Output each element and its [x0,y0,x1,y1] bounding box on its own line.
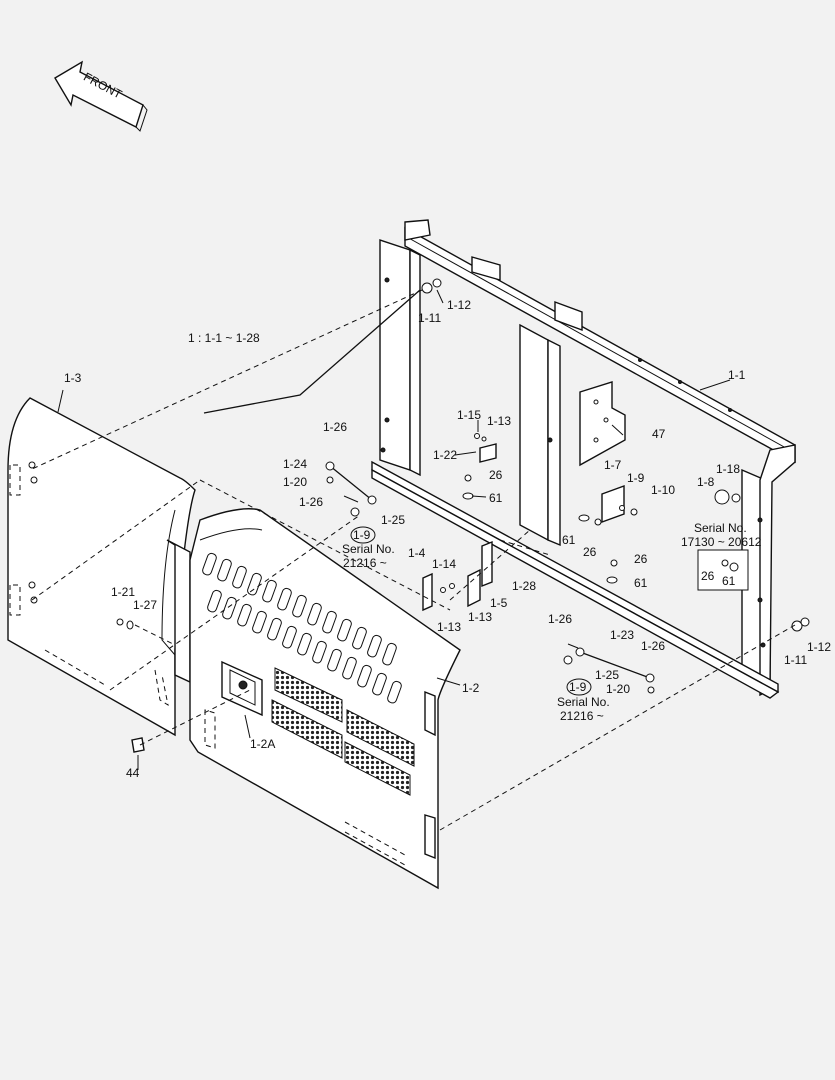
assembly-lines [29,289,796,831]
serial-note-right: 1-9 Serial No. 21216 ~ [557,678,610,723]
part-label: 1-26 [323,420,347,434]
part-label: 26 [489,468,503,482]
part-label: 1-2A [250,737,275,751]
part-callouts: 1-1 1-2 1-2A 1-3 1-4 1-5 1-7 1-8 1-9 1-1… [64,298,831,780]
part-label: 44 [126,766,140,780]
part-label: 1-3 [64,371,82,385]
part-label: 1-25 [381,513,405,527]
part-label: 1-13 [487,414,511,428]
vent-slots [202,552,402,704]
part-label: 61 [562,533,576,547]
part-label: 1-18 [716,462,740,476]
part-label: 1-10 [651,483,675,497]
part-label: 61 [489,491,503,505]
part-label: 1-22 [433,448,457,462]
part-label: 26 [701,569,715,583]
part-label: 1-11 [784,653,807,667]
part-label: 1-26 [641,639,665,653]
serial-note-left-line1: Serial No. [342,542,395,556]
range-note: 1 : 1-1 ~ 1-28 [188,331,260,345]
part-label: 61 [722,574,736,588]
serial-note-left: 1-9 Serial No. 21216 ~ [342,526,395,570]
left-side-panel [7,397,196,737]
mesh-grill-upper-left [274,667,343,723]
part-label: 1-20 [283,475,307,489]
part-label: 1-28 [512,579,536,593]
front-arrow-icon: FRONT [54,60,148,132]
frame-assembly [371,219,796,699]
part-label: 1-15 [457,408,481,422]
part-label: 1-7 [604,458,622,472]
part-label: 1-12 [807,640,831,654]
serial-note-right-line2: 21216 ~ [560,709,604,723]
serial-note-box-line1: Serial No. [694,521,747,535]
serial-note-right-ref: 1-9 [569,680,587,694]
part-label: 1-13 [468,610,492,624]
part-label: 26 [583,545,597,559]
mesh-grill-lower-right [344,741,411,796]
serial-note-right-line1: Serial No. [557,695,610,709]
part-label: 1-8 [697,475,715,489]
part-label: 26 [634,552,648,566]
part-label: 1-13 [437,620,461,634]
serial-note-box-line2: 17130 ~ 20612 [681,535,762,549]
part-label: 47 [652,427,666,441]
part-label: 1-14 [432,557,456,571]
part-label: 1-11 [418,311,441,325]
hardware-parts [116,278,810,753]
serial-note-left-line2: 21216 ~ [343,556,387,570]
part-label: 1-2 [462,681,480,695]
serial-note-box: Serial No. 17130 ~ 20612 [681,521,762,549]
part-label: 1-4 [408,546,426,560]
part-label: 1-24 [283,457,307,471]
part-label: 1-21 [111,585,135,599]
part-label: 1-26 [548,612,572,626]
part-label: 1-27 [133,598,157,612]
part-label: 1-26 [299,495,323,509]
part-label: 61 [634,576,648,590]
mesh-grill-lower-left [271,699,343,759]
part-label: 1-9 [627,471,645,485]
part-label: 1-12 [447,298,471,312]
mesh-grill-upper-right [346,709,415,767]
serial-note-left-ref: 1-9 [353,528,371,542]
part-label: 1-20 [606,682,630,696]
part-label: 1-1 [728,368,746,382]
part-label: 1-25 [595,668,619,682]
part-label: 1-5 [490,596,508,610]
front-door-panel [189,508,461,890]
part-label: 1-23 [610,628,634,642]
